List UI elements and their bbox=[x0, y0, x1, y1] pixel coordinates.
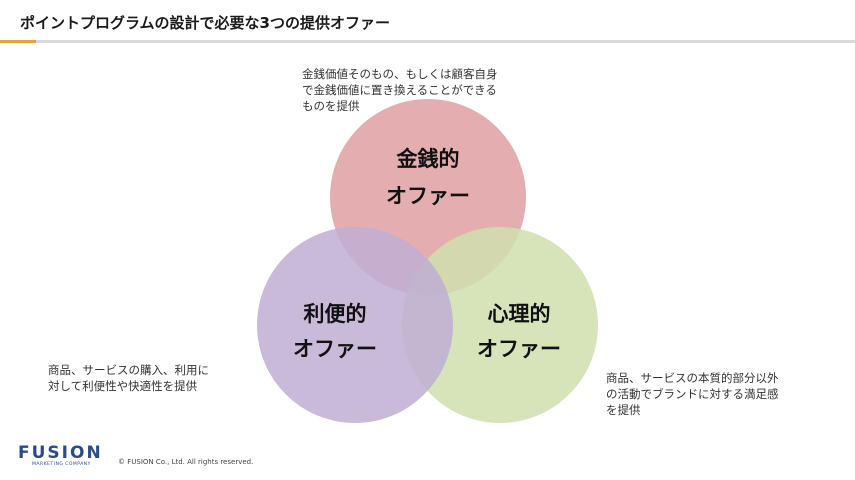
circle-convenience bbox=[257, 227, 453, 423]
page-title: ポイントプログラムの設計で必要な3つの提供オファー bbox=[20, 14, 390, 32]
description-line: 商品、サービスの本質的部分以外 bbox=[606, 371, 779, 385]
description-convenience: 商品、サービスの購入、利用に 対して利便性や快適性を提供 bbox=[48, 362, 209, 394]
description-line: で金銭価値に置き換えることができる bbox=[302, 83, 497, 97]
description-line: 対して利便性や快適性を提供 bbox=[48, 379, 198, 393]
title-divider bbox=[0, 40, 855, 43]
company-logo: FUSION MARKETING COMPANY bbox=[18, 444, 103, 468]
label-monetary-line1: 金銭的 bbox=[396, 147, 460, 171]
description-psychological: 商品、サービスの本質的部分以外 の活動でブランドに対する満足感 を提供 bbox=[606, 370, 779, 418]
description-line: 商品、サービスの購入、利用に bbox=[48, 363, 209, 377]
label-convenience-line1: 利便的 bbox=[304, 302, 367, 326]
description-monetary: 金銭価値そのもの、もしくは顧客自身 で金銭価値に置き換えることができる ものを提… bbox=[302, 66, 498, 114]
logo-wordmark: FUSION bbox=[18, 443, 103, 463]
description-line: を提供 bbox=[606, 403, 641, 417]
description-line: の活動でブランドに対する満足感 bbox=[606, 387, 779, 401]
circle-psychological bbox=[402, 227, 598, 423]
label-convenience-line2: オファー bbox=[293, 337, 377, 361]
logo-tagline: MARKETING COMPANY bbox=[32, 462, 91, 467]
label-psychological-line1: 心理的 bbox=[488, 302, 551, 326]
description-line: ものを提供 bbox=[302, 99, 360, 113]
description-line: 金銭価値そのもの、もしくは顧客自身 bbox=[302, 67, 498, 81]
copyright-notice: © FUSION Co., Ltd. All rights reserved. bbox=[118, 458, 254, 466]
title-accent-bar bbox=[0, 40, 36, 43]
label-psychological-line2: オファー bbox=[477, 337, 561, 361]
label-monetary-line2: オファー bbox=[386, 184, 470, 208]
